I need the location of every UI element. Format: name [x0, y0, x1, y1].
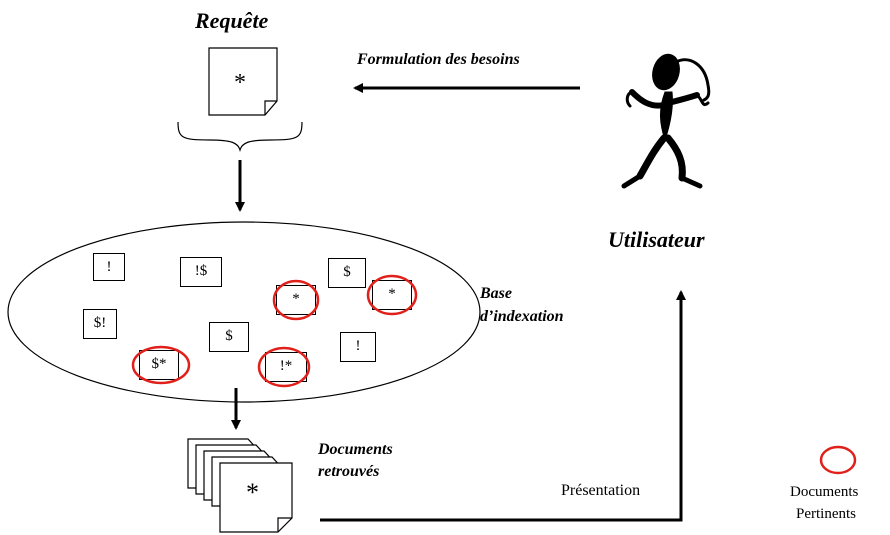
label-indexation: d’indexation	[480, 308, 564, 325]
index-doc-symbol: $	[225, 328, 233, 344]
index-doc-10: !*	[265, 352, 307, 382]
index-doc-symbol: *	[388, 286, 396, 302]
query-symbol: *	[234, 70, 246, 96]
index-doc-3: $	[328, 258, 366, 288]
index-doc-2: !$	[180, 257, 222, 287]
label-retrouves: retrouvés	[318, 463, 380, 480]
index-doc-symbol: $	[343, 264, 351, 280]
user-figure-icon	[621, 53, 711, 189]
index-doc-symbol: $!	[93, 315, 107, 331]
index-doc-5: *	[372, 280, 412, 310]
retrieved-documents-stack	[187, 438, 293, 533]
label-requete: Requête	[195, 8, 269, 33]
legend-relevant-circle	[819, 445, 857, 475]
legend-label-pertinents: Pertinents	[796, 506, 856, 522]
query-document-icon	[208, 47, 278, 116]
index-doc-symbol: $*	[151, 356, 167, 372]
query-brace	[177, 121, 303, 153]
label-base: Base	[480, 285, 512, 302]
index-doc-symbol: !	[106, 259, 112, 275]
index-doc-7: $	[209, 322, 249, 352]
index-doc-symbol: !	[355, 338, 361, 354]
index-doc-9: $*	[139, 350, 179, 380]
index-doc-symbol: *	[292, 291, 300, 307]
index-doc-8: !	[340, 332, 376, 362]
label-utilisateur: Utilisateur	[608, 227, 705, 252]
index-doc-symbol: !$	[194, 263, 208, 279]
result-symbol: *	[246, 478, 259, 507]
index-doc-6: $!	[83, 309, 117, 339]
label-formulation: Formulation des besoins	[357, 51, 520, 68]
legend-label-documents: Documents	[790, 484, 859, 500]
label-documents: Documents	[318, 441, 393, 458]
index-doc-1: !	[93, 253, 125, 281]
label-presentation: Présentation	[561, 482, 641, 499]
index-doc-4: *	[276, 285, 316, 315]
index-doc-symbol: !*	[279, 358, 293, 374]
arrow-presentation	[320, 290, 686, 522]
index-base-ellipse	[7, 221, 481, 403]
